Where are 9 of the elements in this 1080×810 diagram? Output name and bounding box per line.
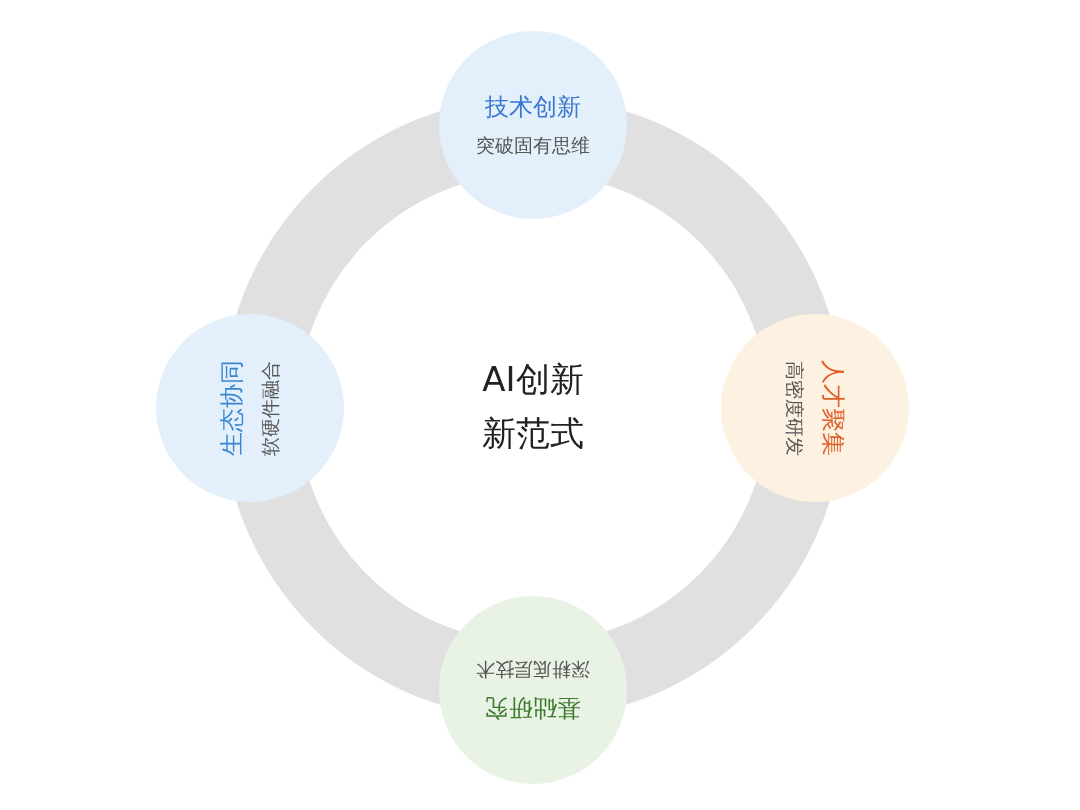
topic-heading: 人才聚集 <box>818 360 848 456</box>
center-title: AI创新新范式 <box>481 358 585 455</box>
topic-subtitle: 突破固有思维 <box>476 133 590 158</box>
topic-subtitle: 深耕底层技术 <box>476 658 590 682</box>
topic-subtitle: 软硬件融合 <box>258 360 282 456</box>
topic-heading: 生态协同 <box>217 360 247 456</box>
topic-heading: 技术创新 <box>485 92 581 123</box>
topic-heading: 基础研究 <box>485 693 581 724</box>
topic-subtitle: 高密度研发 <box>783 360 807 456</box>
